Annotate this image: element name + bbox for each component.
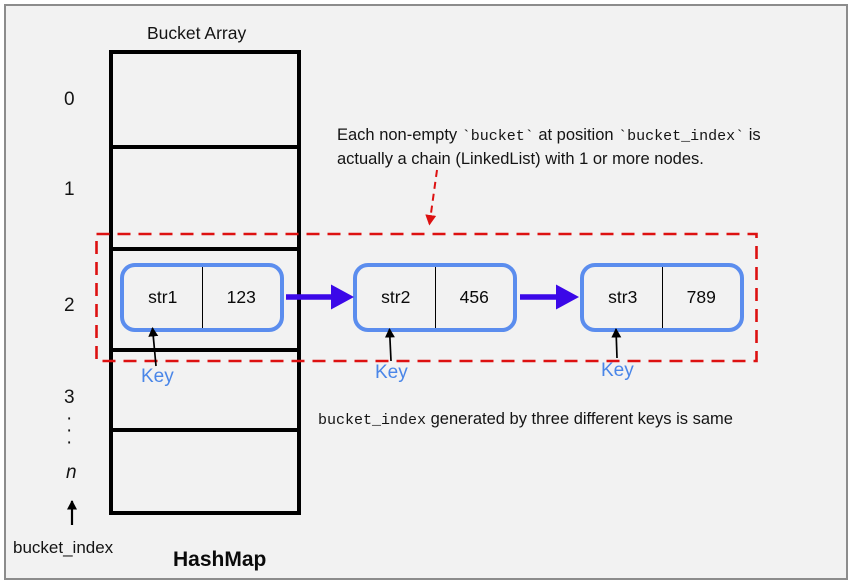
bucket-index-3: 3 — [64, 387, 75, 408]
chain-node-2: str2 456 — [353, 263, 517, 332]
node-3-value: 789 — [686, 287, 716, 307]
key-label-3: Key — [601, 360, 634, 381]
node-3-key: str3 — [584, 267, 663, 328]
chain-annotation-line2: actually a chain (LinkedList) with 1 or … — [337, 150, 704, 168]
bucket-index-2: 2 — [64, 295, 75, 316]
bucket-divider-2-3 — [113, 348, 297, 352]
bucket-divider-0-1 — [113, 145, 297, 149]
chain-node-1: str1 123 — [120, 263, 284, 332]
node-1-value: 123 — [226, 287, 256, 307]
key-label-1: Key — [141, 366, 174, 387]
bucket-index-0: 0 — [64, 89, 75, 110]
key-label-2: Key — [375, 362, 408, 383]
node-2-value: 456 — [459, 287, 489, 307]
chain-annotation-line1: Each non-empty `bucket` at position `buc… — [337, 126, 761, 145]
bucket-index-1: 1 — [64, 179, 75, 200]
node-1-key: str1 — [124, 267, 203, 328]
bucket-divider-3-n — [113, 428, 297, 432]
chain-node-3: str3 789 — [580, 263, 744, 332]
node-2-key: str2 — [357, 267, 436, 328]
bucket-index-n: n — [66, 462, 77, 483]
bucket-array-title: Bucket Array — [147, 23, 247, 43]
bucket-index-caption: bucket_index — [13, 538, 114, 557]
bottom-note: bucket_index generated by three differen… — [318, 410, 733, 429]
bucket-divider-1-2 — [113, 247, 297, 251]
bucket-index-ellipsis: · · · — [66, 408, 73, 453]
chain-annotation: Each non-empty `bucket` at position `buc… — [337, 124, 853, 170]
hashmap-caption: HashMap — [173, 548, 267, 571]
